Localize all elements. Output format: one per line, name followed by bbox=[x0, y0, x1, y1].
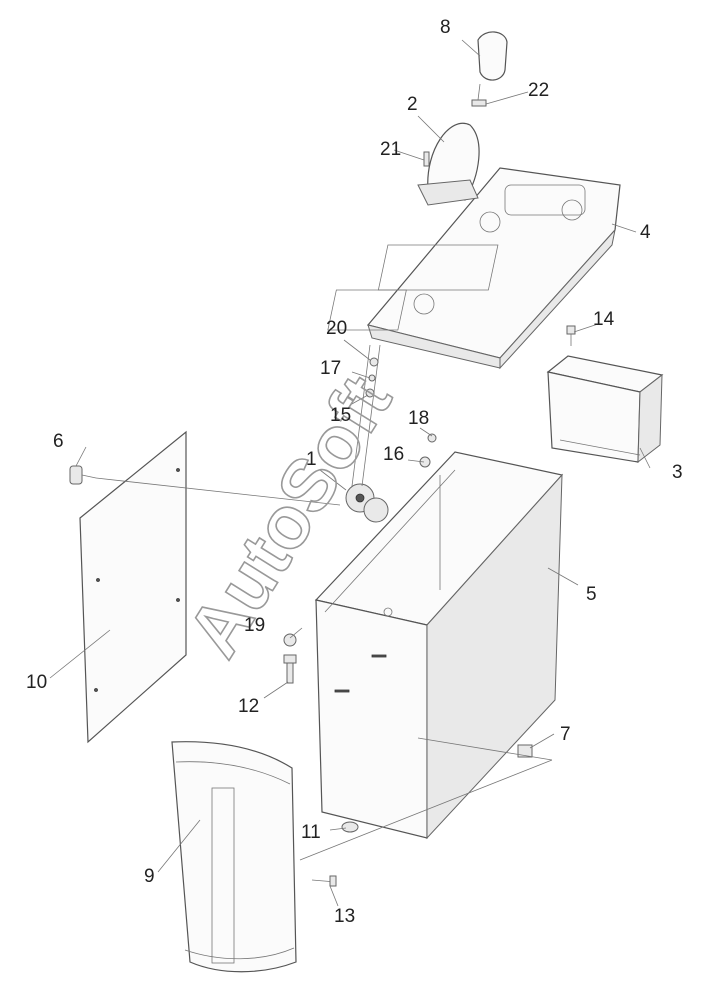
callout-7: 7 bbox=[560, 724, 571, 745]
callout-6: 6 bbox=[53, 431, 64, 452]
parts-19-12-11 bbox=[283, 633, 359, 833]
part-9-front-cover bbox=[171, 741, 297, 973]
callout-4: 4 bbox=[640, 222, 651, 243]
callout-1: 1 bbox=[306, 449, 317, 470]
callout-13: 13 bbox=[334, 906, 355, 927]
callout-9: 9 bbox=[144, 866, 155, 887]
part-14-clip bbox=[566, 325, 576, 346]
callout-labels: 8 22 2 21 4 14 20 17 15 18 16 6 1 3 5 19… bbox=[26, 17, 683, 927]
callout-11: 11 bbox=[301, 822, 321, 843]
callout-3: 3 bbox=[672, 462, 683, 483]
callout-5: 5 bbox=[586, 584, 597, 605]
callout-14: 14 bbox=[593, 309, 615, 330]
callout-18: 18 bbox=[408, 408, 429, 429]
callout-19: 19 bbox=[244, 615, 265, 636]
part-7-foot bbox=[299, 737, 553, 861]
callout-2: 2 bbox=[407, 94, 418, 115]
callout-10: 10 bbox=[26, 672, 47, 693]
part-21-screw bbox=[423, 151, 430, 167]
part-5-housing bbox=[314, 451, 564, 840]
part-4-console bbox=[327, 167, 621, 370]
part-13-bolt bbox=[311, 875, 337, 887]
part-2-shift-boot bbox=[417, 122, 480, 206]
callout-8: 8 bbox=[440, 17, 451, 38]
callout-17: 17 bbox=[320, 358, 341, 379]
part-1-mechanism bbox=[345, 344, 389, 523]
callout-16: 16 bbox=[383, 444, 404, 465]
part-6-knob bbox=[69, 465, 341, 506]
callout-22: 22 bbox=[528, 80, 549, 101]
part-8-knob bbox=[471, 31, 508, 107]
callout-15: 15 bbox=[330, 405, 351, 426]
part-10-side-panel bbox=[79, 430, 187, 744]
callout-12: 12 bbox=[238, 696, 259, 717]
callout-21: 21 bbox=[380, 139, 401, 160]
small-hardware bbox=[365, 357, 437, 468]
callout-20: 20 bbox=[326, 318, 347, 339]
leader-lines bbox=[49, 39, 651, 907]
part-3-bracket bbox=[546, 355, 664, 464]
